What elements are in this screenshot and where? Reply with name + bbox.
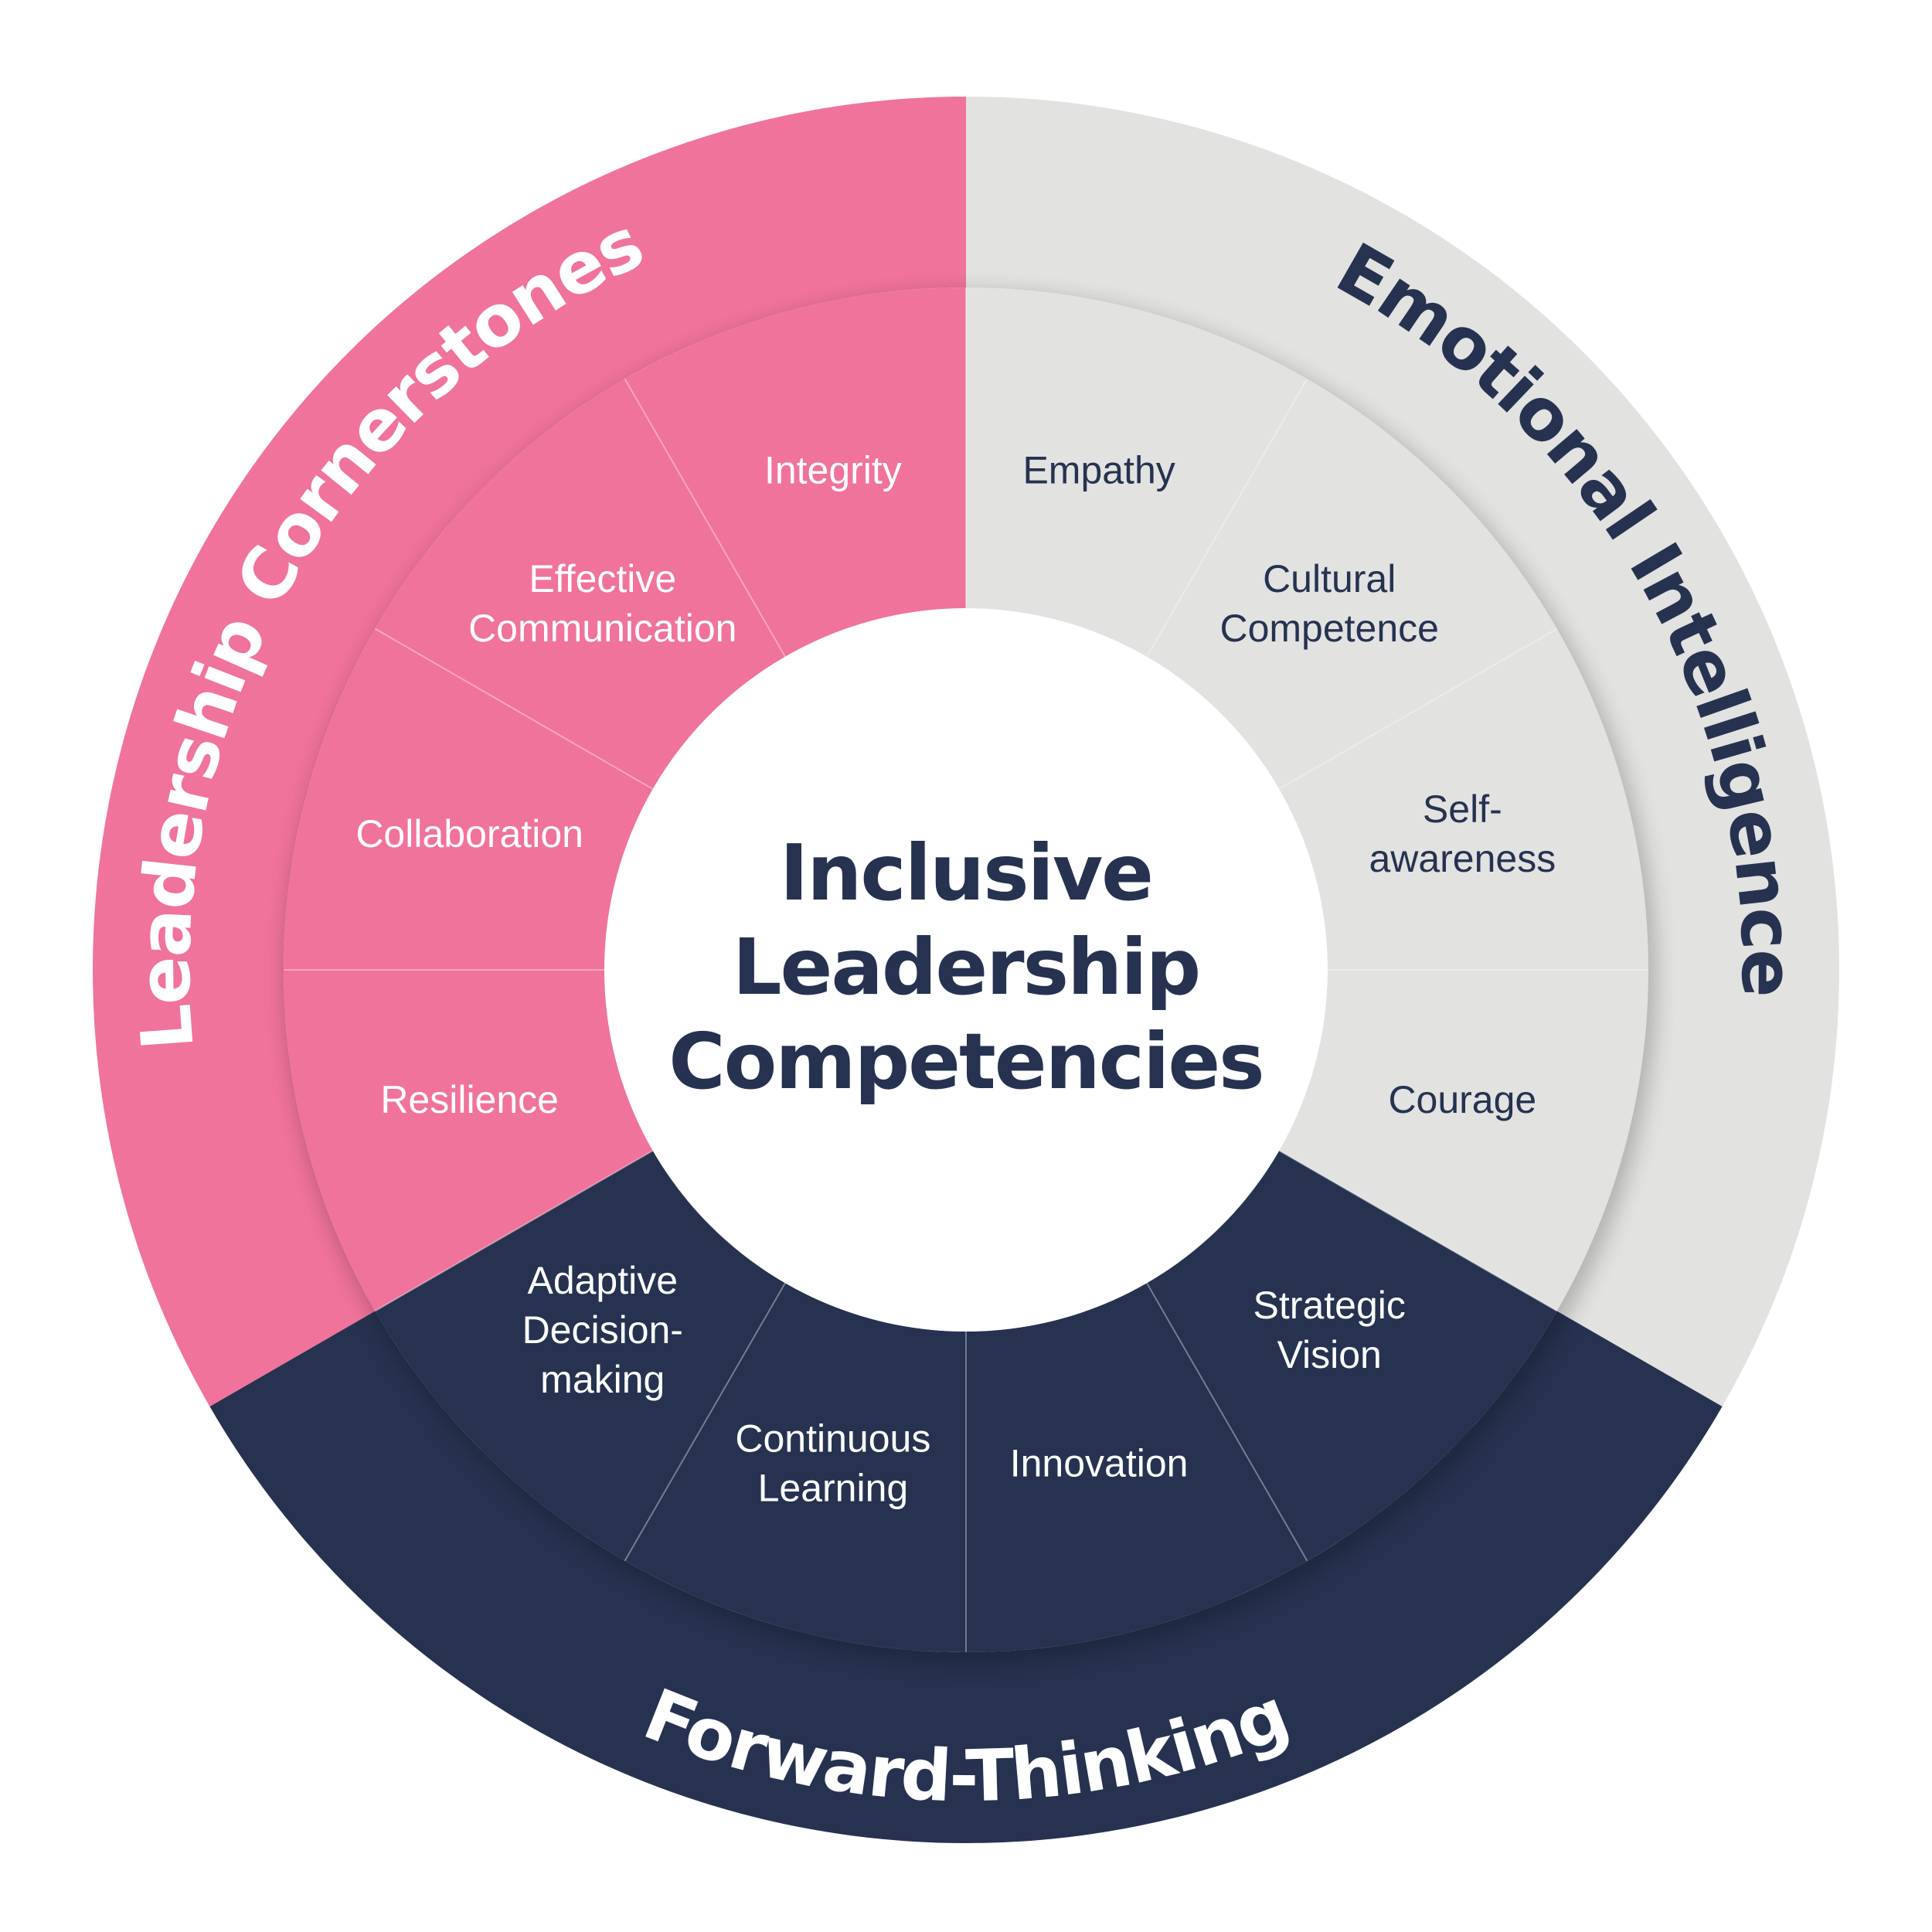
category-ring-forward-thinking [209,1311,1723,1843]
segment-divider [1146,378,1308,658]
segment-divider [1146,1282,1308,1562]
segment-effective-communication[interactable] [375,379,785,789]
segment-divider [1278,1150,1558,1312]
segment-divider [374,1150,654,1312]
item-label: Empathy [1022,449,1175,492]
category-ring-emotional-intelligence [966,97,1839,1406]
segment-integrity[interactable] [624,287,967,657]
item-label: Self-awareness [1369,787,1556,880]
segment-divider [1278,628,1558,790]
segment-divider [624,378,786,658]
segment-cultural-competence[interactable] [1147,379,1557,789]
segment-courage[interactable] [1279,970,1648,1311]
segment-divider [624,1282,786,1562]
segment-divider [374,628,654,790]
item-label: Innovation [1010,1442,1189,1485]
item-label: Courage [1388,1078,1536,1121]
item-label: Integrity [764,449,902,492]
segment-continuous-learning[interactable] [624,1283,967,1652]
segment-dividers [284,287,1648,1652]
item-label: Collaboration [355,812,583,855]
segment-adaptive-decision-making[interactable] [375,1151,785,1561]
segment-self-awareness[interactable] [1279,628,1648,971]
category-ring-leadership-cornerstones [92,97,966,1406]
segment-resilience[interactable] [284,970,653,1311]
segment-empathy[interactable] [966,287,1308,657]
segment-collaboration[interactable] [284,628,653,971]
segment-innovation[interactable] [966,1283,1308,1652]
item-label: Resilience [380,1078,559,1121]
segment-strategic-vision[interactable] [1147,1151,1557,1561]
center-circle [604,608,1328,1332]
